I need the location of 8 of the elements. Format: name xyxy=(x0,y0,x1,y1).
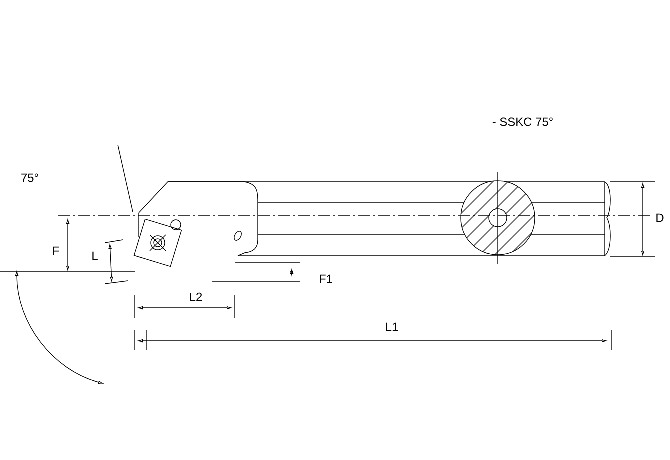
dimension-label: 75° xyxy=(22,174,38,182)
dimension-label: D xyxy=(656,214,664,222)
dimension-label: F1 xyxy=(320,274,332,284)
dimension-label: - SSKC 75° xyxy=(492,118,553,126)
dimension-label: L1 xyxy=(386,322,398,332)
dimension-label: L xyxy=(92,252,98,260)
dimension-label: L2 xyxy=(190,292,202,302)
dimension-label: F xyxy=(53,246,60,256)
